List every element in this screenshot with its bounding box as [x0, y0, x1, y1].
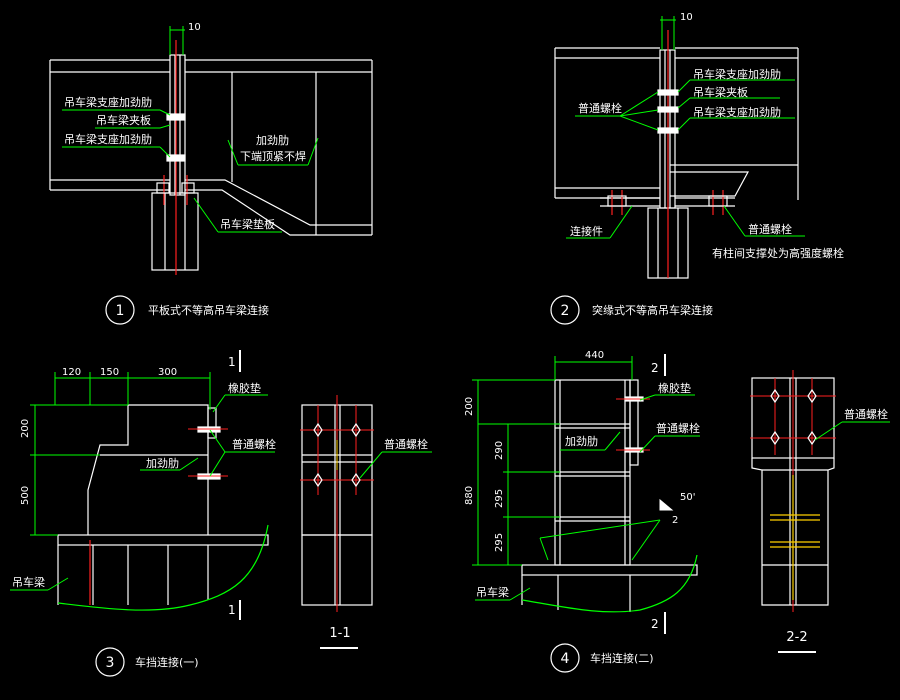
detail1-number-circle — [105, 295, 135, 325]
detail1-title: 平板式不等高吊车梁连接 — [148, 303, 269, 317]
bolts-detail-2 — [607, 89, 728, 207]
detail2-number: 2 — [561, 303, 570, 319]
detail2-label-stiffener2: 吊车梁支座加劲肋 — [693, 105, 781, 119]
detail4-dim-left-880: 880 — [464, 486, 475, 505]
detail3-dim-top-3: 300 — [158, 367, 177, 378]
detail3-dim-top-2: 150 — [100, 367, 119, 378]
detail4-dim-inner-295a: 295 — [494, 489, 505, 508]
detail2-label-bolt2: 普通螺栓 — [748, 222, 792, 236]
crane-beam — [57, 534, 269, 546]
break-line — [57, 524, 269, 611]
detail3-label-beam: 吊车梁 — [12, 575, 45, 589]
break-line — [521, 554, 698, 613]
detail-1 — [49, 54, 373, 271]
bolts-detail-1 — [156, 113, 195, 194]
detail4-dim-left-200: 200 — [464, 397, 475, 416]
detail4-label-beam: 吊车梁 — [476, 585, 509, 599]
detail4-section-mark-top: 2 — [651, 361, 659, 375]
left-beam-outline — [554, 47, 660, 199]
detail3-label-rubber: 橡胶垫 — [228, 381, 261, 395]
detail1-label-clamp: 吊车梁夹板 — [96, 113, 151, 127]
detail1-label-rib: 加劲肋 — [256, 133, 289, 147]
detail3-section-mark-top: 1 — [228, 355, 236, 369]
detail4-weld-num: 2 — [672, 515, 678, 526]
detail4-title: 车挡连接(二) — [590, 651, 654, 665]
detail4-dim-top: 440 — [585, 350, 604, 361]
detail4-number-circle — [550, 643, 580, 673]
detail2-number-circle — [550, 295, 580, 325]
section11-label-bolt: 普通螺栓 — [384, 437, 428, 451]
detail-3 — [57, 404, 269, 605]
detail4-number: 4 — [561, 651, 570, 667]
detail3-dim-left-1: 200 — [20, 419, 31, 438]
detail4-section-mark-bottom: 2 — [651, 617, 659, 631]
rubber-pad — [629, 379, 639, 466]
detail2-label-connector: 连接件 — [570, 225, 603, 238]
detail1-dim-top: 10 — [188, 22, 201, 33]
detail3-dim-left-2: 500 — [20, 486, 31, 505]
right-beam-outline — [185, 59, 373, 236]
detail3-number-circle — [95, 647, 125, 677]
pad-plate — [151, 192, 199, 271]
detail1-label-stiffener: 吊车梁支座加劲肋 — [64, 95, 152, 109]
right-beam-outline — [670, 47, 799, 200]
bolts-section-1-1 — [313, 422, 361, 488]
detail4-dim-inner-295b: 295 — [494, 533, 505, 552]
detail3-dim-top-1: 120 — [62, 367, 81, 378]
detail2-title: 突缘式不等高吊车梁连接 — [592, 303, 713, 317]
section22-label-bolt: 普通螺栓 — [844, 407, 888, 421]
detail4-dim-inner-290: 290 — [494, 441, 505, 460]
detail2-label-clamp: 吊车梁夹板 — [693, 85, 748, 99]
rubber-pad — [207, 407, 217, 439]
detail2-dim-top: 10 — [680, 12, 693, 23]
weld-flag — [659, 498, 674, 511]
detail4-label-rib: 加劲肋 — [565, 434, 598, 448]
detail3-title: 车挡连接(一) — [135, 655, 199, 669]
detail1-label-rib-note: 下端顶紧不焊 — [240, 149, 306, 163]
left-beam-outline — [49, 59, 170, 191]
detail3-label-bolt: 普通螺栓 — [232, 437, 276, 451]
detail3-label-rib: 加劲肋 — [146, 456, 179, 470]
crane-beam — [521, 564, 698, 576]
detail1-number: 1 — [116, 303, 125, 319]
car-stop-outline — [87, 404, 209, 535]
detail1-label-pad: 吊车梁垫板 — [220, 217, 275, 231]
section11-title: 1-1 — [329, 626, 350, 641]
detail4-label-rubber: 橡胶垫 — [658, 381, 691, 395]
detail2-label-bolt2-note: 有柱间支撑处为高强度螺栓 — [712, 246, 844, 260]
detail2-label-stiffener: 吊车梁支座加劲肋 — [693, 67, 781, 81]
detail4-weld-size: 50' — [680, 492, 695, 503]
detail1-label-stiffener2: 吊车梁支座加劲肋 — [64, 132, 152, 146]
detail3-section-mark-bottom: 1 — [228, 603, 236, 617]
detail4-label-bolt: 普通螺栓 — [656, 421, 700, 435]
section22-title: 2-2 — [786, 630, 807, 645]
detail3-number: 3 — [106, 655, 115, 671]
detail2-label-bolt: 普通螺栓 — [578, 101, 622, 115]
bolts-section-2-2 — [770, 388, 817, 446]
